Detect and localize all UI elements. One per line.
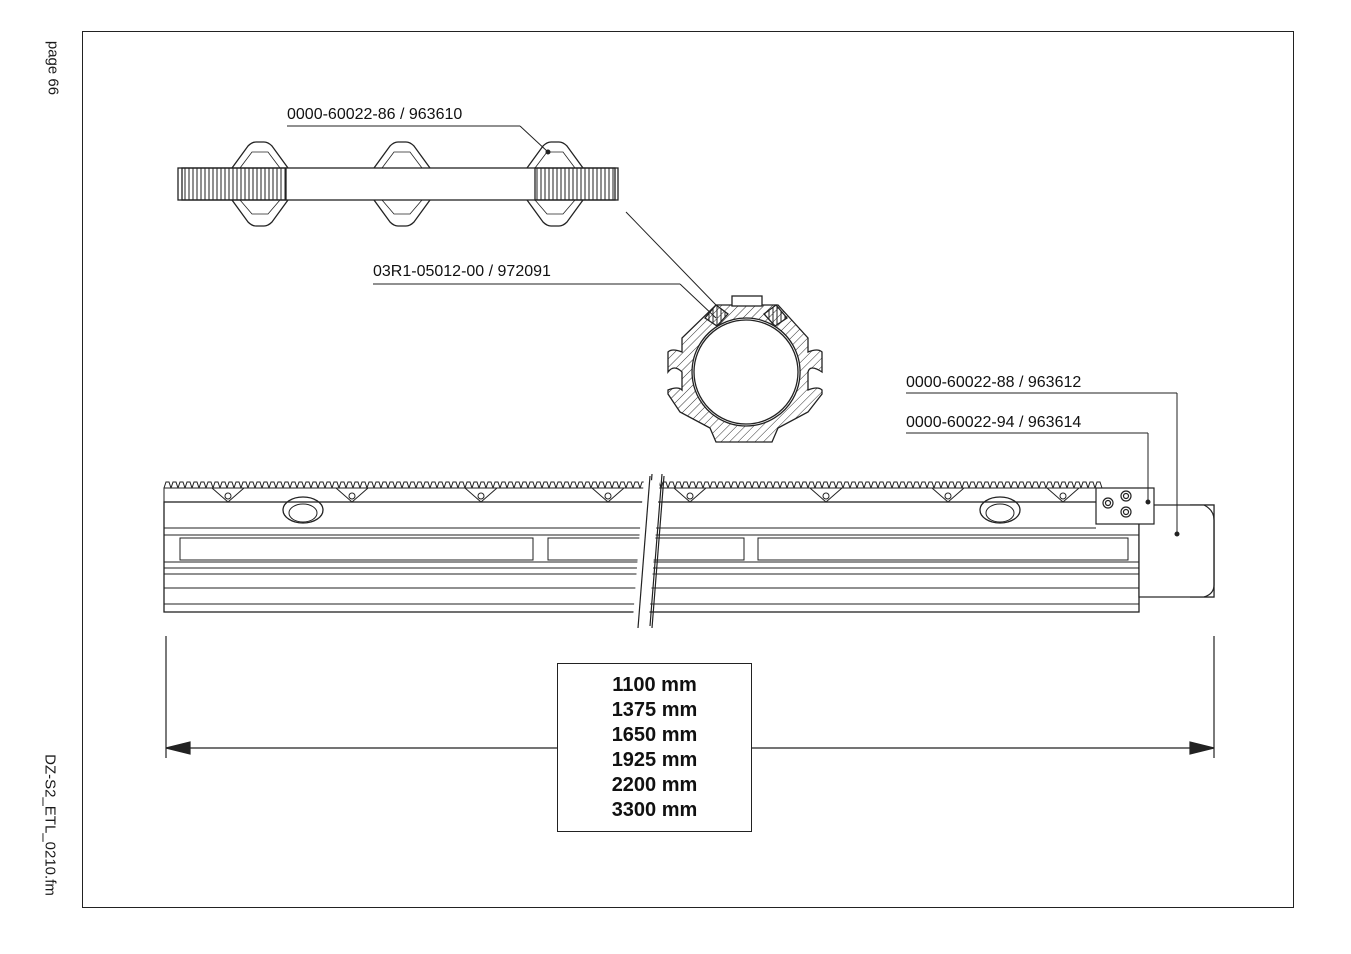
rail-notch [335,487,369,503]
length-option: 1650 mm [611,723,698,746]
leader-profile [373,211,717,319]
length-option: 1925 mm [611,748,698,771]
rail-notch-hole [348,492,356,500]
leader-top-rack [287,125,551,155]
drawing-frame [82,31,1294,908]
break-gap [632,479,660,631]
dimension-line [165,636,1215,758]
break-lines [637,475,665,629]
profile-cross-section [667,295,823,443]
rail-notch-hole [822,492,830,500]
length-option: 1100 mm [612,673,697,696]
rail-notch-hole [224,492,232,500]
top-rack-segment [177,141,619,227]
part-label-top-rack: 0000-60022-86 / 963610 [287,106,462,123]
rail-notch [1046,487,1080,503]
rail-notch [591,487,625,503]
rail-notch [809,487,843,503]
rail-notch-hole [477,492,485,500]
length-option: 1375 mm [611,698,698,721]
rail-notch-hole [686,492,694,500]
length-option: 3300 mm [611,798,698,821]
rail-notch [931,487,965,503]
length-option: 2200 mm [611,773,698,796]
rail-notch [673,487,707,503]
rail-notch-hole [604,492,612,500]
part-label-profile: 03R1-05012-00 / 972091 [373,263,551,280]
leaders-end-piece [906,392,1180,537]
rail-notch-hole [1059,492,1067,500]
rail-notch [211,487,245,503]
rail-notch [464,487,498,503]
part-label-end-piece-b: 0000-60022-94 / 963614 [906,414,1081,431]
length-options-box: 1100 mm 1375 mm 1650 mm 1925 mm 2200 mm … [557,663,752,832]
part-label-end-piece-a: 0000-60022-88 / 963612 [906,374,1081,391]
rail-notch-hole [944,492,952,500]
